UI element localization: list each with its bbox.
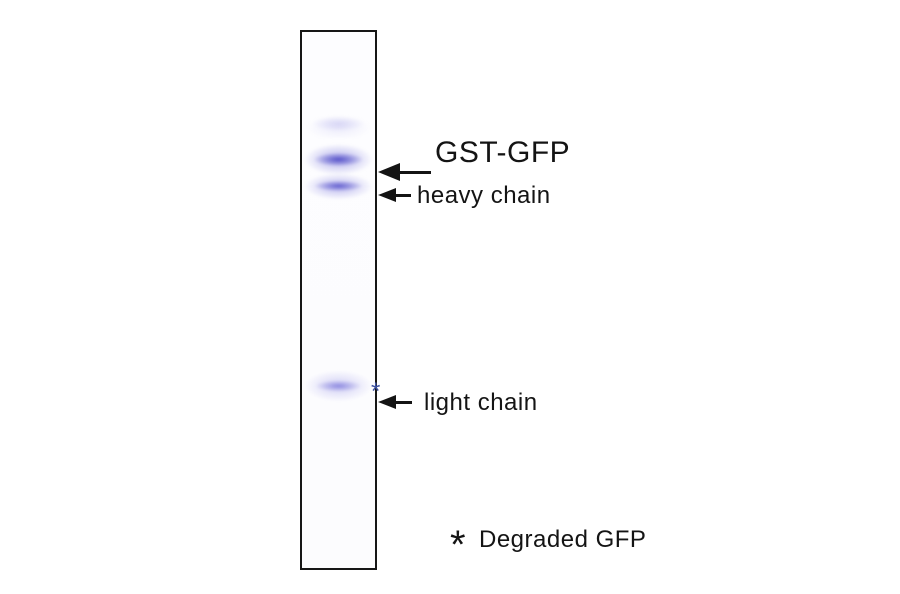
- arrow-shaft: [398, 171, 431, 174]
- gel-lane: [300, 30, 377, 570]
- arrow-shaft: [394, 401, 412, 404]
- light-chain-label: light chain: [424, 389, 538, 416]
- legend-degraded-gfp-label: Degraded GFP: [479, 526, 647, 553]
- arrowhead-icon: [378, 188, 396, 202]
- faint-upper-smear-band: [302, 112, 375, 138]
- arrowhead-icon: [378, 163, 400, 181]
- heavy-chain-band: [302, 173, 375, 200]
- degraded-gfp-band-asterisk: *: [371, 378, 381, 405]
- light-chain-band: [302, 370, 375, 402]
- arrowhead-icon: [378, 395, 396, 409]
- heavy-chain-label: heavy chain: [417, 182, 551, 209]
- gst-gfp-label: GST-GFP: [435, 136, 571, 169]
- gst-gfp-band: [302, 144, 375, 175]
- legend-asterisk-symbol: *: [450, 523, 466, 567]
- arrow-shaft: [394, 194, 411, 197]
